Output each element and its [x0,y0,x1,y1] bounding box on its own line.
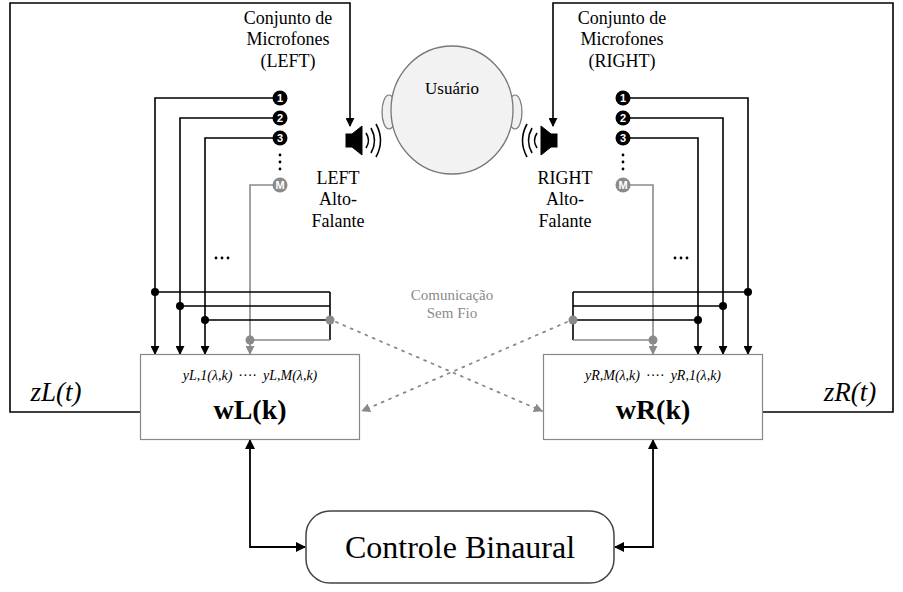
node-outline [390,45,514,175]
node-text: ···· [646,368,665,384]
text-row: yL,1(λ,k) ···· yL,M(λ,k) [183,368,318,384]
wireless-link [336,322,542,411]
callout-number: 2 [273,111,287,125]
binaural-link [615,440,653,547]
control-box: Controle Binaural [305,510,615,584]
node-text: yL,1(λ,k) [183,368,233,384]
text-row: yR,M(λ,k) ···· yR,1(λ,k) [585,368,721,384]
box-outline [141,355,360,440]
text-row: wL(k) [213,394,286,426]
node-text: yR,M(λ,k) [585,368,640,384]
microphone-wire [573,98,748,354]
node-text: wR(k) [616,394,691,426]
callout-number: M [616,178,630,192]
signal-name: zL(t) [16,376,96,408]
binaural-link [250,440,305,547]
signal-name: zR(t) [810,376,890,408]
head-outline [391,46,513,174]
filter-box: yR,M(λ,k) ···· yR,1(λ,k) wR(k) [543,354,763,440]
text-row: Usuário [425,79,479,99]
array-label: Conjunto de Microfones (LEFT) [226,8,350,73]
array-label: Conjunto de Microfones (RIGHT) [560,8,684,73]
node-text: wL(k) [213,394,286,426]
speaker-label: RIGHT Alto-Falante [527,168,603,233]
box-outline [544,355,763,440]
node-text: yR,1(λ,k) [671,368,721,384]
speaker-symbol [523,124,558,157]
box-outline [306,511,614,583]
callout-number: 1 [273,91,287,105]
callout-number: 3 [616,131,630,145]
output-wire [10,3,350,412]
callout-number: 1 [616,91,630,105]
callout-number: 2 [616,111,630,125]
node-text: ···· [238,368,257,384]
text-row: wR(k) [616,394,691,426]
node-text: yL,M(λ,k) [263,368,317,384]
filter-box: yL,1(λ,k) ···· yL,M(λ,k) wL(k) [140,354,360,440]
speaker-symbol [346,124,381,157]
callout-number: M [273,178,287,192]
speaker-label: LEFT Alto-Falante [300,168,376,233]
node-text: Controle Binaural [345,529,575,566]
wireless-link [362,322,567,411]
microphone-wire [155,98,330,354]
text-row: Controle Binaural [345,529,575,566]
user-head: Usuário [390,45,514,175]
callout-number: 3 [273,131,287,145]
wireless-label: Comunicação Sem Fio [400,286,504,322]
output-wire [553,3,893,412]
node-text: Usuário [425,79,479,99]
